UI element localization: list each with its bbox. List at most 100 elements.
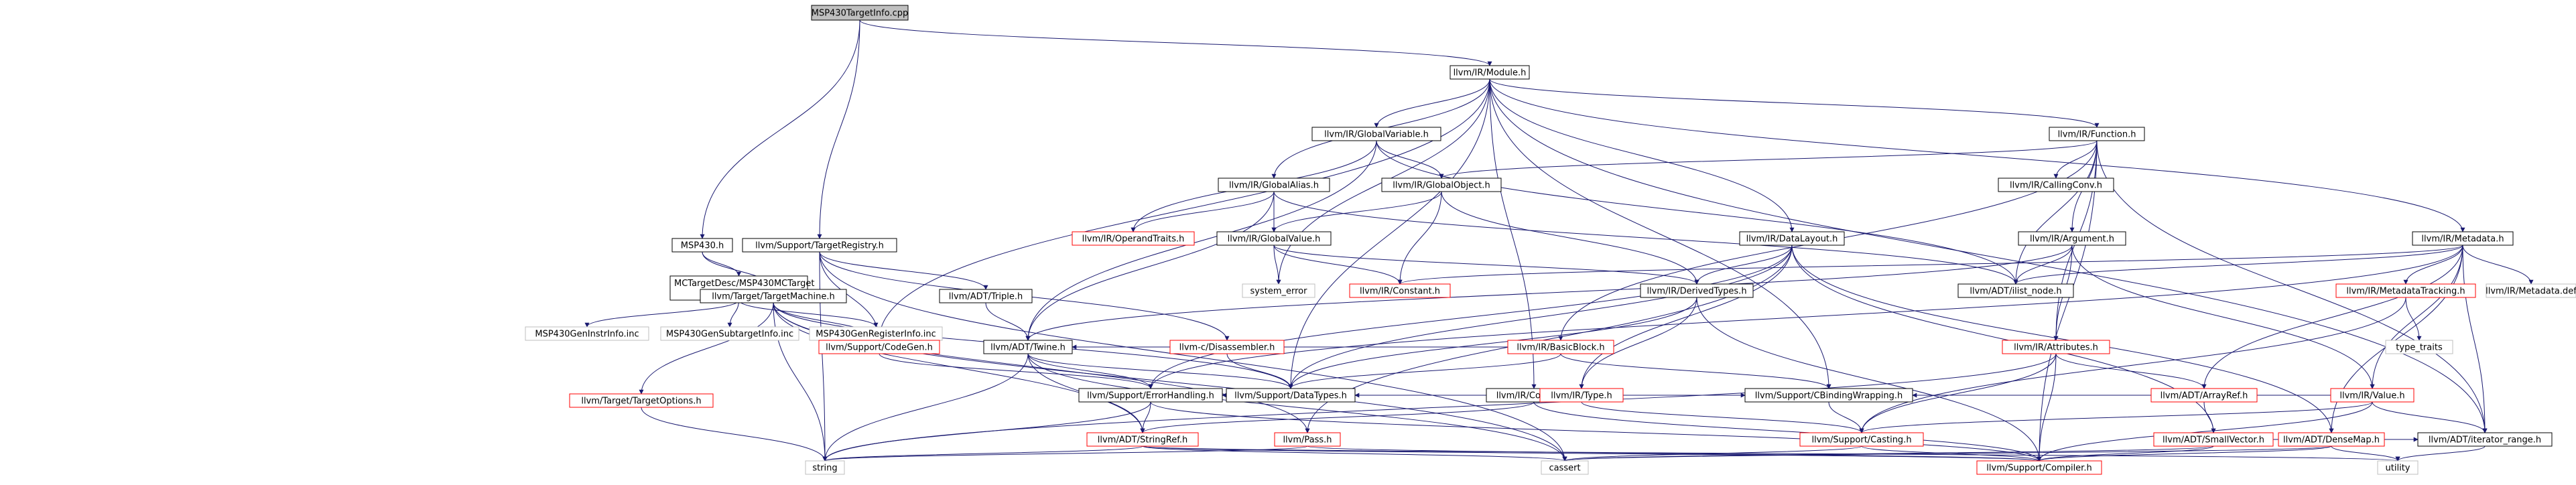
node-msp430[interactable]: MSP430.h <box>671 238 733 253</box>
node-basicblock[interactable]: llvm/IR/BasicBlock.h <box>1507 340 1614 354</box>
node-triple[interactable]: llvm/ADT/Triple.h <box>939 289 1033 303</box>
edge-densemap-to-cassert <box>1563 445 2332 462</box>
node-cbindingwrapping[interactable]: llvm/Support/CBindingWrapping.h <box>1744 388 1913 403</box>
edge-comdat-to-compiler <box>1533 401 2042 462</box>
node-twine[interactable]: llvm/ADT/Twine.h <box>983 340 1073 354</box>
node-stringref[interactable]: llvm/ADT/StringRef.h <box>1086 432 1199 447</box>
edge-globalobject-to-constant <box>1397 191 1442 285</box>
node-label: llvm/Support/Casting.h <box>1811 435 1911 445</box>
node-typetraits: type_traits <box>2385 340 2453 354</box>
node-globalobject[interactable]: llvm/IR/GlobalObject.h <box>1381 178 1502 192</box>
edge-module-to-cbindingwrapping <box>1489 78 1831 389</box>
node-arrayref[interactable]: llvm/ADT/ArrayRef.h <box>2150 388 2258 403</box>
node-smallvector[interactable]: llvm/ADT/SmallVector.h <box>2153 432 2274 447</box>
node-type[interactable]: llvm/IR/Type.h <box>1539 388 1624 403</box>
edge-smallvector-to-compiler <box>2037 445 2214 462</box>
edge-argument-to-twine <box>1025 245 2073 341</box>
node-box <box>1218 178 1330 192</box>
node-box <box>1744 388 1913 403</box>
edge-twine-to-datatypes <box>1027 353 1293 389</box>
node-box <box>2412 231 2514 246</box>
node-box <box>2330 388 2414 403</box>
node-value[interactable]: llvm/IR/Value.h <box>2330 388 2414 403</box>
node-label: llvm/ADT/iterator_range.h <box>2429 435 2541 445</box>
node-label: llvm/IR/Value.h <box>2339 391 2404 401</box>
node-label: llvm/IR/CallingConv.h <box>2010 181 2102 191</box>
edge-comdat-to-stringref <box>1140 401 1535 433</box>
node-constant[interactable]: llvm/IR/Constant.h <box>1349 283 1451 298</box>
node-targetmachine[interactable]: llvm/Target/TargetMachine.h <box>700 289 847 303</box>
node-globalalias[interactable]: llvm/IR/GlobalAlias.h <box>1218 178 1330 192</box>
edge-value-to-casting <box>1859 401 2373 433</box>
node-box <box>1086 432 1199 447</box>
edge-argument-to-value <box>2071 245 2375 389</box>
node-targetregistry[interactable]: llvm/Support/TargetRegistry.h <box>742 238 897 253</box>
edge-targetoptions-to-string <box>641 407 828 462</box>
edge-function-to-ilistnode <box>2013 140 2098 285</box>
node-box <box>2018 231 2126 246</box>
node-module[interactable]: llvm/IR/Module.h <box>1450 65 1530 80</box>
edge-metadata-to-arrayref <box>2201 245 2463 389</box>
node-systemerror: system_error <box>1242 283 1315 298</box>
node-datalayout[interactable]: llvm/IR/DataLayout.h <box>1739 231 1845 246</box>
edge-metadatatracking-to-casting <box>1859 297 2406 433</box>
edge-globalalias-to-ilistnode <box>1273 191 2018 285</box>
node-casting[interactable]: llvm/Support/Casting.h <box>1799 432 1924 447</box>
node-box <box>805 460 845 475</box>
edge-targetmachine-to-string <box>773 302 828 462</box>
edge-densemap-to-compiler <box>2037 445 2332 462</box>
node-label: llvm/IR/MetadataTracking.h <box>2346 287 2465 297</box>
node-label: llvm/IR/GlobalVariable.h <box>1324 130 1429 140</box>
node-box <box>742 238 897 253</box>
edge-mctargetdesc-to-registerinfo <box>738 299 879 328</box>
node-pass[interactable]: llvm/Pass.h <box>1274 432 1341 447</box>
edge-function-to-callingconv <box>2053 140 2098 179</box>
node-box <box>700 289 847 303</box>
edge-globalalias-to-twine <box>1025 191 1275 341</box>
node-errorhandling[interactable]: llvm/Support/ErrorHandling.h <box>1078 388 1223 403</box>
edge-value-to-compiler <box>2037 401 2373 462</box>
node-label: llvm/Support/TargetRegistry.h <box>755 241 884 251</box>
node-globalvalue[interactable]: llvm/IR/GlobalValue.h <box>1216 231 1332 246</box>
node-compiler[interactable]: llvm/Support/Compiler.h <box>1976 460 2102 475</box>
node-ilistnode[interactable]: llvm/ADT/ilist_node.h <box>1957 283 2074 298</box>
node-box <box>1078 388 1223 403</box>
edge-datalayout-to-smallvector <box>1791 245 2216 433</box>
edge-cbindingwrapping-to-casting <box>1828 401 1864 433</box>
node-metadata[interactable]: llvm/IR/Metadata.h <box>2412 231 2514 246</box>
node-box <box>2486 283 2576 298</box>
node-label: llvm/IR/OperandTraits.h <box>1082 234 1185 245</box>
node-label: llvm/IR/Function.h <box>2058 130 2136 140</box>
node-label: system_error <box>1250 287 1308 297</box>
node-attributes[interactable]: llvm/IR/Attributes.h <box>2002 340 2110 354</box>
node-label: MSP430GenRegisterInfo.inc <box>816 330 936 340</box>
edge-errorhandling-to-stringref <box>1140 401 1151 433</box>
edge-function-to-iteratorrange <box>2096 140 2488 433</box>
edge-function-to-compiler <box>2037 140 2098 462</box>
node-iteratorrange[interactable]: llvm/ADT/iterator_range.h <box>2417 432 2553 447</box>
node-label: llvm/ADT/Triple.h <box>949 292 1023 302</box>
node-callingconv[interactable]: llvm/IR/CallingConv.h <box>1998 178 2114 192</box>
node-densemap[interactable]: llvm/ADT/DenseMap.h <box>2278 432 2385 447</box>
node-box <box>2385 340 2453 354</box>
edge-globalvariable-to-ilistnode <box>1376 140 2018 285</box>
node-function[interactable]: llvm/IR/Function.h <box>2049 127 2145 141</box>
node-root: MSP430TargetInfo.cpp <box>811 5 909 21</box>
node-label: llvm/IR/Metadata.def <box>2486 287 2576 297</box>
node-box <box>1226 388 1356 403</box>
node-derivedtypes[interactable]: llvm/IR/DerivedTypes.h <box>1640 283 1754 298</box>
node-operandtraits[interactable]: llvm/IR/OperandTraits.h <box>1072 231 1195 246</box>
node-codegen[interactable]: llvm/Support/CodeGen.h <box>818 340 940 354</box>
edge-module-to-datatypes <box>1288 78 1490 389</box>
node-label: MSP430.h <box>681 241 724 251</box>
node-label: llvm/IR/Metadata.h <box>2421 234 2504 245</box>
node-globalvariable[interactable]: llvm/IR/GlobalVariable.h <box>1311 127 1441 141</box>
node-metadatatracking[interactable]: llvm/IR/MetadataTracking.h <box>2335 283 2476 298</box>
node-argument[interactable]: llvm/IR/Argument.h <box>2018 231 2126 246</box>
node-label: llvm-c/Disassembler.h <box>1179 343 1275 353</box>
node-box <box>1450 65 1530 80</box>
node-datatypes[interactable]: llvm/Support/DataTypes.h <box>1226 388 1356 403</box>
node-disassembler[interactable]: llvm-c/Disassembler.h <box>1169 340 1285 354</box>
node-targetoptions[interactable]: llvm/Target/TargetOptions.h <box>569 393 714 408</box>
node-box <box>2049 127 2145 141</box>
